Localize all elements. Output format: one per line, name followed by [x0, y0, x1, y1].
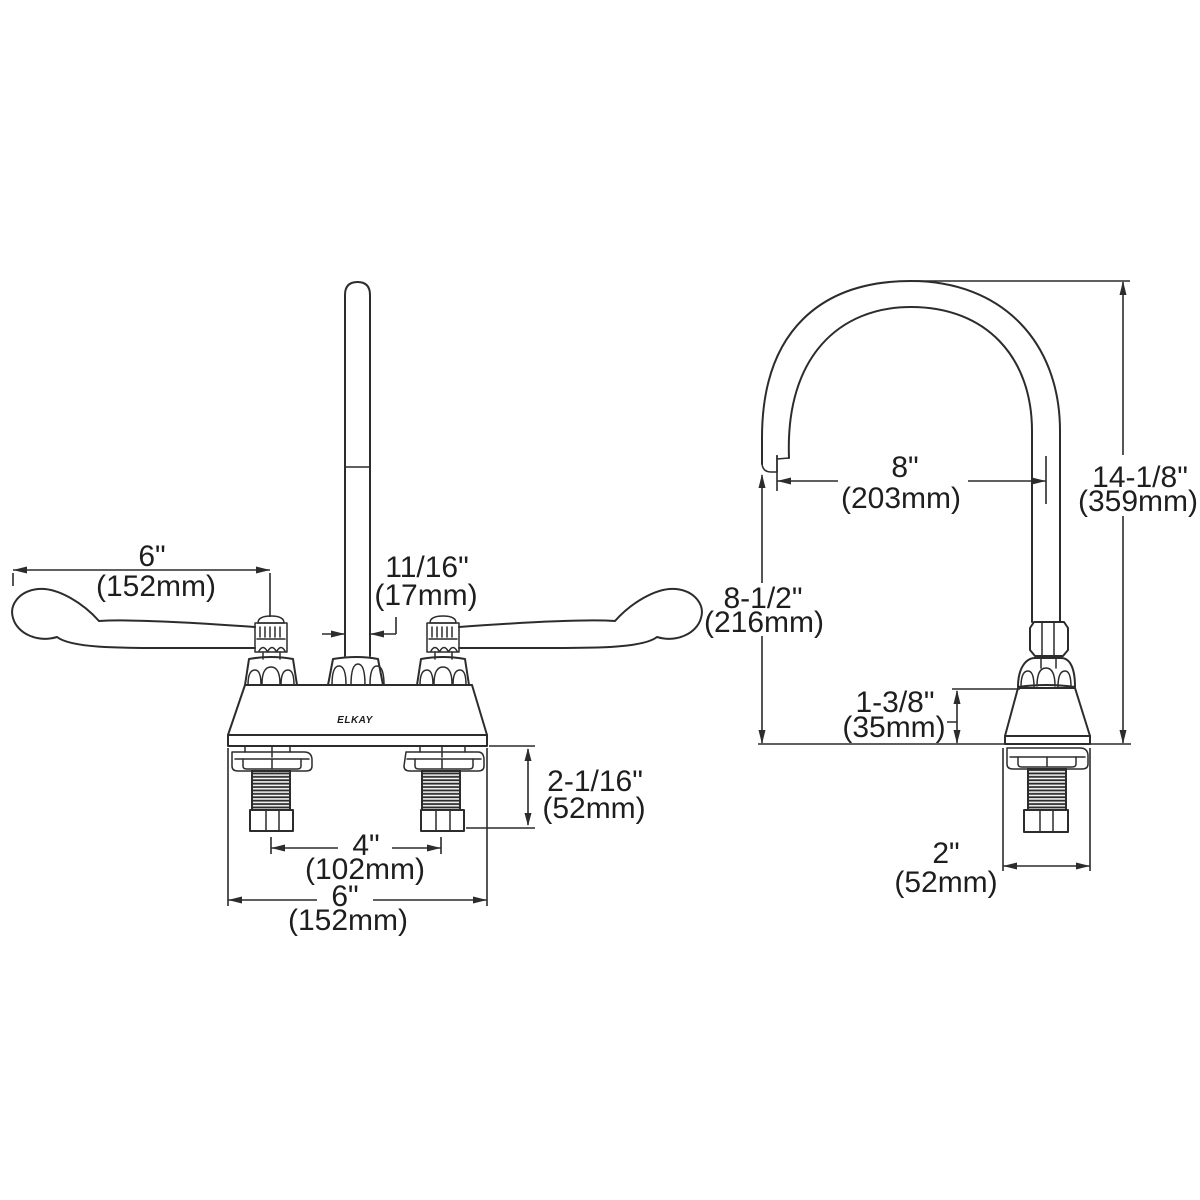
right-shank-assembly	[403, 745, 485, 832]
dim-faucet-centers: 4" (102mm)	[270, 829, 442, 886]
front-view: ELKAY	[11, 281, 703, 937]
faucet-body-front: ELKAY	[227, 684, 488, 747]
left-shank-assembly	[231, 745, 313, 832]
dim-spout-diameter-in: 11/16"	[385, 551, 469, 584]
right-handle-stem	[426, 615, 460, 660]
left-handle-blade	[11, 587, 256, 649]
dim-spout-diameter-mm: (17mm)	[374, 579, 477, 612]
brand-logo: ELKAY	[337, 715, 373, 726]
dim-shank-length-in: 2-1/16"	[547, 765, 643, 798]
dim-overall-height-in: 14-1/8"	[1092, 461, 1188, 494]
side-bonnet	[1017, 657, 1076, 688]
right-handle-bonnet	[416, 656, 470, 686]
dim-shank-length: 2-1/16" (52mm)	[466, 745, 646, 829]
dim-body-height-in: 1-3/8"	[855, 686, 934, 719]
dim-overall-height-mm: (359mm)	[1078, 485, 1198, 518]
dim-base-diameter-in: 2"	[932, 837, 959, 870]
dim-handle-length: 6" (152mm)	[12, 540, 271, 617]
side-threaded-shank	[1027, 768, 1067, 811]
dim-spout-height-in: 8-1/2"	[723, 582, 802, 615]
dim-spout-reach-mm: (203mm)	[841, 482, 961, 515]
side-hex-nut	[1023, 809, 1069, 833]
side-cone-body	[1004, 687, 1091, 745]
spout-coupling-nut	[1029, 621, 1069, 669]
side-view: 8" (203mm) 14-1/8" (359mm) 8-1/2" (216mm…	[704, 280, 1198, 899]
left-hex-nut	[249, 809, 294, 832]
left-washer	[231, 751, 313, 772]
right-hex-nut	[420, 809, 465, 832]
dim-base-width: 6" (152mm)	[227, 748, 488, 937]
side-shank-assembly	[1006, 747, 1089, 833]
dim-overall-height: 14-1/8" (359mm)	[916, 280, 1198, 744]
dim-body-height: 1-3/8" (35mm)	[842, 686, 1020, 744]
dim-spout-height-mm: (216mm)	[704, 606, 824, 639]
right-washer	[403, 751, 485, 772]
dim-handle-length-in: 6"	[138, 540, 165, 573]
dim-faucet-centers-mm: (102mm)	[305, 853, 425, 886]
dim-faucet-centers-in: 4"	[352, 829, 379, 862]
dim-shank-length-mm: (52mm)	[542, 792, 645, 825]
dim-base-width-mm: (152mm)	[288, 904, 408, 937]
left-handle-stem	[254, 615, 288, 660]
right-handle	[416, 587, 703, 686]
dim-spout-reach-in: 8"	[891, 451, 918, 484]
left-threaded-shank	[251, 770, 291, 811]
dim-base-width-in: 6"	[331, 880, 358, 913]
left-handle-bonnet	[244, 656, 298, 686]
spout-pipe-front	[344, 281, 371, 657]
dim-base-diameter: 2" (52mm)	[894, 748, 1091, 899]
dim-base-diameter-mm: (52mm)	[894, 866, 997, 899]
dim-spout-height: 8-1/2" (216mm)	[704, 474, 824, 744]
dim-spout-reach: 8" (203mm)	[776, 451, 1047, 515]
right-handle-blade	[458, 587, 703, 649]
right-threaded-shank	[421, 770, 461, 811]
dim-handle-length-mm: (152mm)	[96, 570, 216, 603]
spout-base-bonnet	[327, 656, 385, 686]
dim-spout-diameter: 11/16" (17mm)	[322, 551, 478, 638]
dim-body-height-mm: (35mm)	[842, 711, 945, 744]
left-handle	[11, 587, 298, 686]
spout-outlet-tip	[761, 455, 790, 473]
